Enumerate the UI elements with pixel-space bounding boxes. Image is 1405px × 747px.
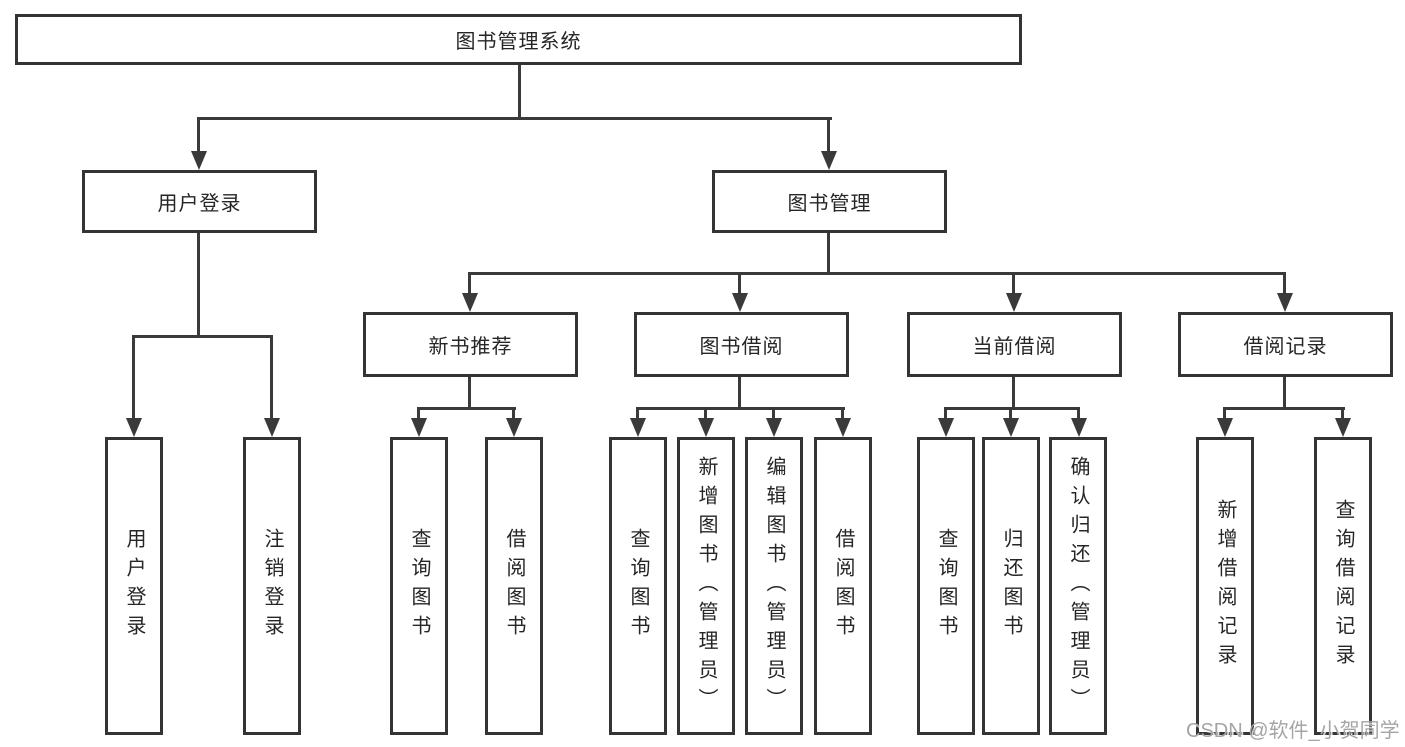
- arrowhead-book-management: [821, 151, 837, 170]
- arrowhead-new-book-recommend: [462, 293, 478, 312]
- node-current-borrow: 当前借阅: [907, 312, 1122, 377]
- arrowhead-cur-return: [1003, 418, 1019, 437]
- col-borrow-query-books: 查询图书: [609, 437, 667, 735]
- arrowhead-recommend-borrow: [506, 418, 522, 437]
- arrowhead-current-borrow: [1006, 293, 1022, 312]
- connector-borrow-records-trunk: [1283, 377, 1286, 407]
- col-borrow-edit-books-admin-label: 编辑图书（管理员）: [763, 455, 785, 717]
- connector-current-borrow-split: [944, 407, 1080, 410]
- connector-new-book-recommend-split: [417, 407, 516, 410]
- col-borrow-query-books-label: 查询图书: [627, 528, 649, 644]
- node-book-borrow-label: 图书借阅: [699, 336, 784, 358]
- node-current-borrow-label: 当前借阅: [972, 336, 1057, 358]
- node-book-management-label: 图书管理: [787, 193, 872, 215]
- connector-borrow-records-split: [1223, 407, 1345, 410]
- arrowhead-log-add: [1217, 418, 1233, 437]
- node-book-management: 图书管理: [712, 170, 947, 233]
- col-records-query-record: 查询借阅记录: [1314, 437, 1372, 735]
- arrowhead-cur-confirm: [1071, 418, 1087, 437]
- connector-drop-cur-confirm: [1077, 407, 1080, 419]
- col-recommend-query-books: 查询图书: [390, 437, 448, 735]
- arrowhead-book-borrow: [732, 293, 748, 312]
- connector-drop-col-user-login: [132, 335, 135, 418]
- arrowhead-bb-add: [698, 418, 714, 437]
- col-current-return-books-label: 归还图书: [1000, 528, 1022, 644]
- connector-drop-bb-add: [704, 407, 707, 419]
- col-current-confirm-return-admin-label: 确认归还（管理员）: [1067, 455, 1089, 717]
- arrowhead-bb-edit: [766, 418, 782, 437]
- arrowhead-col-user-login: [126, 418, 142, 437]
- connector-drop-book-management: [827, 117, 830, 151]
- connector-user-login-split: [132, 335, 273, 338]
- connector-drop-bb-borrow: [841, 407, 844, 419]
- arrowhead-recommend-query: [411, 418, 427, 437]
- col-recommend-borrow-books: 借阅图书: [485, 437, 543, 735]
- col-recommend-borrow-books-label: 借阅图书: [503, 528, 525, 644]
- arrowhead-log-query: [1335, 418, 1351, 437]
- connector-current-borrow-trunk: [1012, 377, 1015, 407]
- col-borrow-borrow-books: 借阅图书: [814, 437, 872, 735]
- connector-book-management-trunk: [827, 233, 830, 272]
- node-root-label: 图书管理系统: [455, 31, 582, 53]
- connector-drop-book-borrow: [738, 272, 741, 293]
- node-borrow-records: 借阅记录: [1178, 312, 1393, 377]
- arrowhead-borrow-records: [1277, 293, 1293, 312]
- connector-book-borrow-split: [636, 407, 845, 410]
- col-current-query-books-label: 查询图书: [935, 528, 957, 644]
- col-logout: 注销登录: [243, 437, 301, 735]
- arrowhead-bb-borrow: [835, 418, 851, 437]
- connector-drop-bb-query: [636, 407, 639, 419]
- col-logout-label: 注销登录: [261, 528, 283, 644]
- col-current-return-books: 归还图书: [982, 437, 1040, 735]
- col-records-add-record: 新增借阅记录: [1196, 437, 1254, 735]
- arrowhead-bb-query: [630, 418, 646, 437]
- connector-drop-log-add: [1223, 407, 1226, 419]
- col-borrow-add-books-admin-label: 新增图书（管理员）: [695, 455, 717, 717]
- connector-book-borrow-trunk: [738, 377, 741, 407]
- connector-level3-split: [468, 272, 1286, 275]
- node-user-login: 用户登录: [82, 170, 317, 233]
- arrowhead-col-logout: [264, 418, 280, 437]
- connector-drop-cur-query: [944, 407, 947, 419]
- col-records-query-record-label: 查询借阅记录: [1332, 499, 1354, 673]
- connector-drop-log-query: [1341, 407, 1344, 419]
- connector-drop-user-login: [197, 117, 200, 151]
- col-recommend-query-books-label: 查询图书: [408, 528, 430, 644]
- connector-drop-bb-edit: [772, 407, 775, 419]
- col-current-query-books: 查询图书: [917, 437, 975, 735]
- connector-drop-current-borrow: [1012, 272, 1015, 293]
- col-user-login-label: 用户登录: [123, 528, 145, 644]
- connector-drop-borrow-records: [1283, 272, 1286, 293]
- arrowhead-cur-query: [938, 418, 954, 437]
- connector-user-login-trunk: [197, 233, 200, 335]
- col-user-login: 用户登录: [105, 437, 163, 735]
- node-user-login-label: 用户登录: [157, 193, 242, 215]
- connector-drop-cur-return: [1009, 407, 1012, 419]
- connector-drop-new-book-recommend: [468, 272, 471, 293]
- col-borrow-add-books-admin: 新增图书（管理员）: [677, 437, 735, 735]
- col-current-confirm-return-admin: 确认归还（管理员）: [1049, 437, 1107, 735]
- connector-drop-col-logout: [270, 335, 273, 418]
- connector-root-trunk: [518, 65, 521, 117]
- connector-root-split: [197, 117, 832, 120]
- node-book-borrow: 图书借阅: [634, 312, 849, 377]
- arrowhead-user-login: [191, 151, 207, 170]
- node-new-book-recommend-label: 新书推荐: [428, 336, 513, 358]
- node-borrow-records-label: 借阅记录: [1243, 336, 1328, 358]
- connector-drop-recommend-borrow: [512, 407, 515, 419]
- csdn-watermark: CSDN @软件_小贺同学: [1186, 720, 1400, 742]
- col-borrow-edit-books-admin: 编辑图书（管理员）: [745, 437, 803, 735]
- connector-drop-recommend-query: [417, 407, 420, 419]
- node-root: 图书管理系统: [15, 14, 1022, 65]
- connector-new-book-recommend-trunk: [468, 377, 471, 407]
- node-new-book-recommend: 新书推荐: [363, 312, 578, 377]
- col-records-add-record-label: 新增借阅记录: [1214, 499, 1236, 673]
- col-borrow-borrow-books-label: 借阅图书: [832, 528, 854, 644]
